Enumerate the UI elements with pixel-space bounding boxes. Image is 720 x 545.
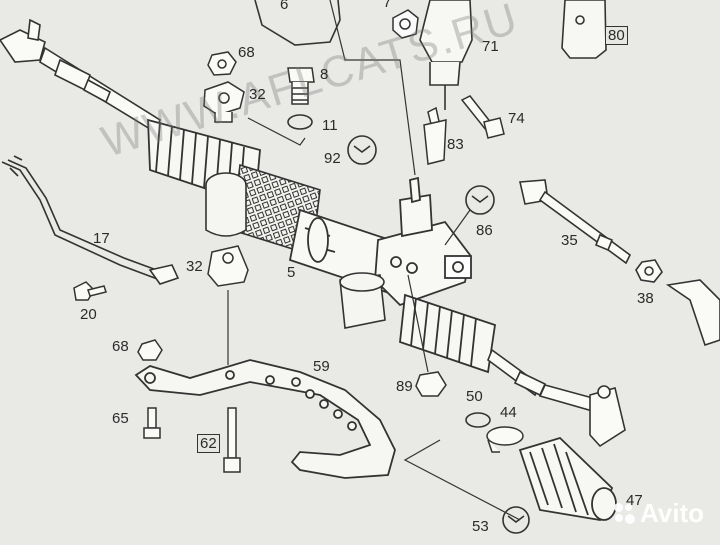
part-label-89: 89: [396, 378, 413, 395]
part-label-59: 59: [313, 358, 330, 375]
bolt-part-74: [460, 95, 505, 139]
part-label-38: 38: [637, 290, 654, 307]
right-rack-boot: [399, 293, 497, 374]
nut-part-38: [635, 259, 663, 283]
wrench-icon-part-86: [465, 185, 495, 215]
outer-tie-rod-end: [665, 279, 720, 347]
leader-line-89: [407, 274, 429, 373]
part-label-65: 65: [112, 410, 129, 427]
part-label-6: 6: [280, 0, 289, 13]
right-tie-rod: [487, 348, 626, 448]
bolt-part-20: [73, 281, 107, 301]
part-label-62: 62: [197, 434, 220, 453]
bolt-part-65: [143, 407, 161, 439]
inner-tie-rod-part-35: [519, 179, 632, 265]
part-label-92: 92: [324, 150, 341, 167]
cross-member-part-59: [134, 359, 396, 479]
part-label-5: 5: [287, 264, 296, 281]
part-label-8: 8: [320, 66, 329, 83]
part-label-53: 53: [472, 518, 489, 535]
boot-part-53: [518, 436, 617, 522]
steering-coupling-part-71: [419, 0, 473, 110]
bracket-line: [247, 0, 416, 176]
part-label-68-lower: 68: [112, 338, 129, 355]
nut-part-68-lower: [137, 339, 163, 361]
part-label-7: 7: [383, 0, 392, 11]
part-label-35: 35: [561, 232, 578, 249]
part-label-50: 50: [466, 388, 483, 405]
clamp-part-44: [486, 426, 524, 453]
hose-line-part-17: [1, 155, 180, 285]
part-label-20: 20: [80, 306, 97, 323]
rubber-mount-part-32-top: [203, 81, 245, 123]
part-label-44: 44: [500, 404, 517, 421]
part-label-32-lower: 32: [186, 258, 203, 275]
avito-dots-icon: [614, 502, 636, 525]
cylinder-part-80: [561, 0, 607, 59]
bolt-part-62: [223, 407, 241, 473]
part-label-74: 74: [508, 110, 525, 127]
plug-part-8: [287, 67, 315, 105]
valve-part-83: [423, 106, 447, 165]
rubber-mount-part-32-lower: [207, 245, 249, 287]
part-label-17: 17: [93, 230, 110, 247]
avito-logo: Avito: [614, 498, 704, 529]
cover-plate-part-6: [254, 0, 341, 46]
seal-ring-part-50: [465, 412, 491, 428]
valve-body: [374, 176, 472, 307]
wrench-icon-part-53: [502, 506, 530, 534]
left-tie-rod: [0, 18, 161, 134]
leader-line-86: [444, 209, 471, 246]
wrench-icon-part-92: [347, 135, 377, 165]
part-label-71: 71: [482, 38, 499, 55]
nut-part-7: [392, 9, 419, 39]
part-label-68-top: 68: [238, 44, 255, 61]
assembly-bracket-lines: [403, 439, 521, 521]
clamp-ring-left: [205, 172, 247, 237]
nut-part-68-top: [207, 51, 237, 76]
seal-ring-part-11: [287, 114, 313, 130]
part-label-32-top: 32: [249, 86, 266, 103]
avito-brand-text: Avito: [640, 498, 705, 528]
part-label-86: 86: [476, 222, 493, 239]
nut-part-89: [415, 371, 447, 397]
part-label-83: 83: [447, 136, 464, 153]
part-label-80: 80: [605, 26, 628, 45]
part-label-11: 11: [322, 117, 338, 134]
housing-mount: [339, 272, 386, 329]
